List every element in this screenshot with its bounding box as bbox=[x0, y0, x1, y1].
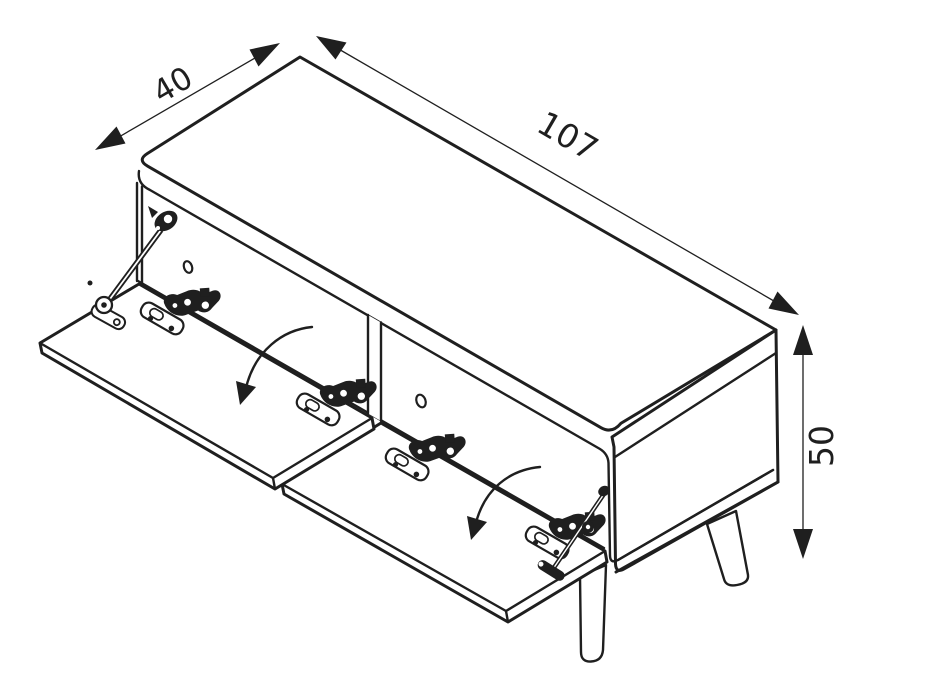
stay-foot bbox=[537, 560, 565, 581]
swing-arc bbox=[475, 465, 542, 521]
back-panel-hole-left bbox=[182, 260, 194, 274]
door-swing-arrow-right bbox=[467, 465, 542, 540]
arrowhead-width-left bbox=[316, 36, 347, 60]
rear-leg-shape bbox=[705, 509, 750, 587]
arrowhead-height-top bbox=[793, 325, 813, 355]
stay-foot-screw bbox=[112, 318, 121, 327]
front-leg-shape bbox=[578, 563, 608, 663]
stay-arm-core bbox=[552, 493, 605, 570]
stray-dot bbox=[87, 280, 93, 286]
dimension-depth-label: 40 bbox=[147, 60, 199, 111]
top-panel bbox=[140, 55, 778, 432]
dimension-width-label: 107 bbox=[531, 103, 605, 168]
left-flap-door bbox=[38, 282, 376, 491]
stay-foot-bar bbox=[537, 560, 565, 581]
dimension-height: 50 bbox=[793, 325, 841, 559]
right-side-top-joint-line bbox=[613, 351, 778, 459]
stay-foot-hole bbox=[538, 561, 544, 567]
right-side-bottom-joint-line bbox=[616, 468, 775, 562]
dimension-height-label: 50 bbox=[802, 425, 841, 467]
stay-top-gap bbox=[156, 226, 160, 230]
dimension-width-line bbox=[329, 43, 787, 309]
left-door-end-edge bbox=[271, 416, 374, 491]
opening-top-edge bbox=[137, 169, 775, 563]
arrowhead-depth-lower bbox=[95, 126, 126, 150]
stay-top-bracket bbox=[598, 485, 610, 497]
back-panel-hole-right bbox=[415, 393, 427, 409]
stay-top-mount bbox=[148, 206, 158, 218]
swing-arrowhead bbox=[236, 381, 256, 405]
door-swing-arrow-left bbox=[236, 325, 314, 405]
arrowhead-width-right bbox=[768, 291, 799, 315]
lid-stay-left bbox=[90, 206, 178, 331]
stay-arm-core bbox=[106, 229, 162, 304]
arrowhead-depth-upper bbox=[249, 43, 280, 67]
center-divider-fill bbox=[368, 315, 381, 421]
stay-mid-pivot-hole bbox=[585, 524, 591, 530]
cabinet-carcass bbox=[135, 55, 780, 572]
lid-stay-right bbox=[537, 485, 610, 581]
dimension-depth-line bbox=[111, 53, 263, 142]
stay-top-pivot bbox=[163, 214, 173, 224]
swing-arc bbox=[245, 325, 314, 386]
front-leg bbox=[578, 563, 608, 663]
rear-leg bbox=[705, 509, 750, 587]
right-door-inner-bottom-edge bbox=[280, 482, 508, 613]
swing-arrowhead bbox=[467, 516, 487, 540]
right-side-bottom-edge bbox=[614, 480, 780, 574]
stay-bottom-pivot-pin bbox=[101, 302, 107, 308]
right-door-end-edge bbox=[504, 549, 607, 624]
left-door-inner-bottom-edge bbox=[38, 341, 275, 480]
arrowhead-height-bottom bbox=[793, 529, 813, 559]
